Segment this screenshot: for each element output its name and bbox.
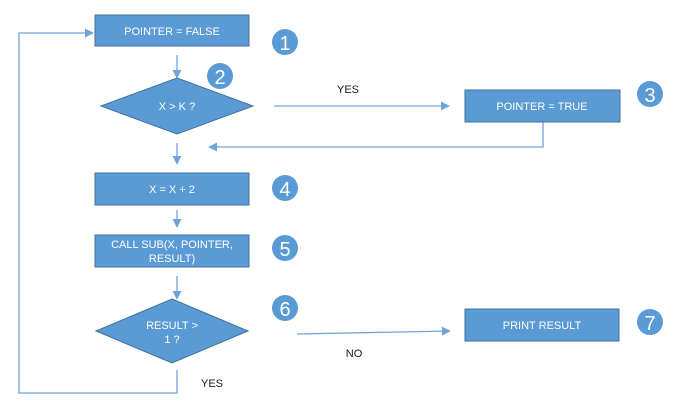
process-label-call-sub-line1: CALL SUB(X, POINTER, [111,239,233,251]
process-box-pointer-true [464,89,621,123]
decision-diamond-x-gt-k [99,77,255,135]
process-box-x-plus-2 [94,172,250,206]
step-badge-2 [207,63,233,89]
process-label-pointer-true: POINTER = TRUE [496,101,587,113]
process-box-print-result [464,308,620,342]
process-label-pointer-false: POINTER = FALSE [124,26,220,38]
decision-label-x-gt-k: X > K ? [159,101,195,113]
step-badge-3 [637,81,663,107]
step-number-4: 4 [279,179,290,201]
process-box-call-sub [94,234,250,268]
edge-label-no: NO [346,348,363,360]
step-number-2: 2 [214,67,225,89]
step-number-1: 1 [279,33,290,55]
step-number-5: 5 [279,239,290,261]
arrow-6-to-7-no [296,326,451,336]
process-label-x-plus-2: X = X + 2 [149,184,195,196]
step-badge-5 [272,235,298,261]
step-badge-7 [637,309,663,335]
decision-diamond-result-gt-1 [94,298,250,364]
step-number-7: 7 [644,313,655,335]
arrow-6-loop-back [18,28,178,394]
edge-label-yes-top: YES [337,84,359,96]
step-number-6: 6 [279,299,290,321]
step-number-3: 3 [644,85,655,107]
connectors [18,28,544,394]
process-label-call-sub-line2: RESULT) [149,253,195,265]
decision-label-result-line1: RESULT > [146,320,198,332]
edge-label-yes-bottom: YES [201,378,223,390]
process-box-pointer-false [94,14,250,47]
decision-label-result-line2: 1 ? [164,334,179,346]
process-label-print-result: PRINT RESULT [503,320,582,332]
step-badge-4 [272,175,298,201]
arrow-3-return [208,122,544,152]
step-badge-1 [272,29,298,55]
step-badge-6 [272,295,298,321]
